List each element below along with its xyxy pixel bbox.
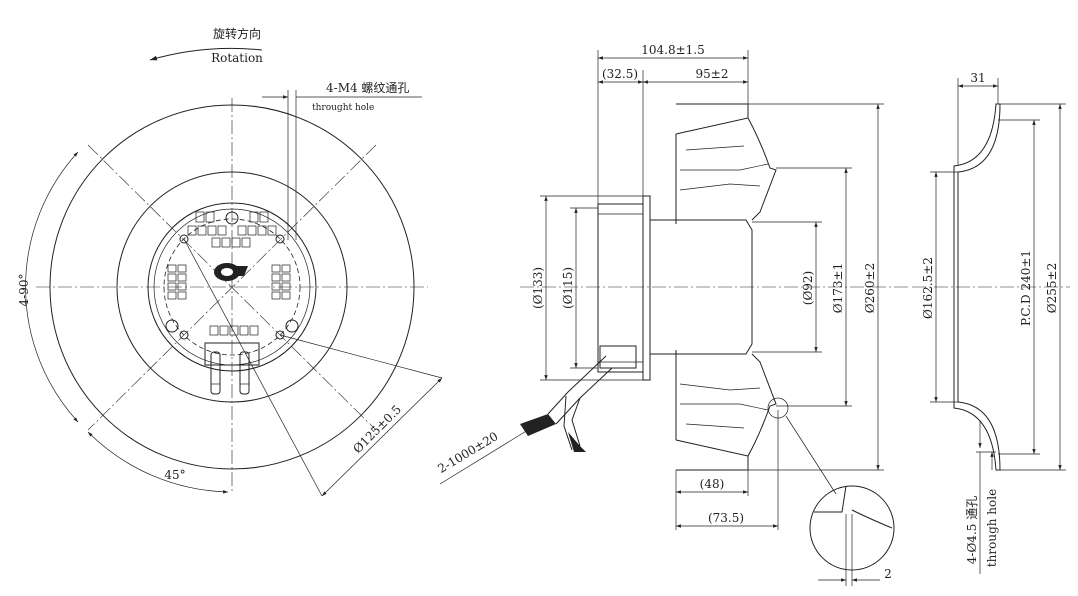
impeller-bottom-ring	[675, 439, 749, 471]
pcd-240-label: P.C.D 240±1	[1019, 250, 1033, 326]
angle-45-label: 45°	[164, 468, 185, 482]
bolt-holes-en-label: throught hole	[312, 103, 374, 113]
total-length-label: 104.8±1.5	[641, 43, 705, 57]
dia-125-dim-line	[321, 377, 443, 497]
front-diagonal-centerline-b	[87, 144, 377, 431]
detail-leader	[785, 415, 837, 495]
dim-48-label: (48)	[700, 477, 725, 491]
bolt-hole	[275, 234, 285, 244]
left-screw	[165, 319, 179, 333]
dia-255-label: Ø255±2	[1045, 263, 1059, 313]
detail-profile-a	[814, 485, 847, 513]
dia-173-label: Ø173±1	[831, 263, 845, 313]
ring-holes-cn-label: 4-Ø4.5 通孔	[965, 496, 979, 564]
bolt-hole	[275, 330, 285, 340]
motor-flange-circle	[147, 202, 317, 372]
ring-holes-en-label: through hole	[985, 489, 999, 567]
bolt-circle	[163, 218, 301, 356]
dia-260-label: Ø260±2	[863, 263, 877, 313]
rotation-en-label: Rotation	[211, 51, 263, 65]
impeller-outer-circle	[49, 104, 415, 470]
detail-marker-circle	[767, 397, 789, 419]
rotor-hub	[650, 219, 753, 355]
side-view: 104.8±1.5 (32.5) 95±2 (Ø133) (Ø115) (Ø92…	[435, 43, 910, 586]
dim-95-label: 95±2	[696, 67, 729, 81]
rotation-arrow-icon	[149, 47, 263, 61]
rotation-cn-label: 旋转方向	[213, 26, 261, 41]
bolt-holes-cn-label: 4-M4 螺纹通孔	[326, 81, 409, 95]
dia-133-label: (Ø133)	[531, 267, 545, 309]
angle-90-label: 4-90°	[17, 274, 31, 307]
dia-125-label: Ø125±0.5	[350, 402, 404, 456]
impeller-top-ring	[675, 103, 749, 135]
bolt-holes	[165, 211, 299, 340]
dim-73-5-label: (73.5)	[708, 511, 744, 525]
angle-45-arc	[87, 431, 229, 494]
dia-115-label: (Ø115)	[561, 267, 575, 309]
motor-flange	[642, 195, 651, 381]
housing-circle	[116, 171, 348, 403]
bolt-hole	[179, 330, 189, 340]
cable-length-leader	[439, 429, 529, 485]
dia-125-leader-b	[183, 238, 323, 497]
angle-90-arc	[25, 151, 79, 423]
cooling-slots	[167, 211, 291, 336]
bolt-hole	[179, 234, 189, 244]
brand-logo-icon	[214, 263, 248, 281]
front-view: 旋转方向 Rotation 4-M4 螺纹通孔 throught hole 4-…	[17, 26, 443, 497]
dia-162-5-label: Ø162.5±2	[921, 257, 935, 319]
width-31-label: 31	[970, 71, 985, 85]
dim-32-5-label: (32.5)	[602, 67, 638, 81]
inlet-ring-view: 31 Ø162.5±2 P.C.D 240±1 Ø255±2 4-Ø4.5 通孔…	[912, 71, 1070, 574]
dia-125-leader-a	[279, 334, 443, 379]
detail-profile-b	[851, 509, 893, 529]
right-screw	[285, 319, 299, 333]
impeller-bottom-blade	[747, 353, 777, 457]
impeller-top-blade	[747, 117, 777, 221]
top-screw	[225, 211, 239, 225]
dia-92-label: (Ø92)	[801, 271, 815, 305]
detail-2-label: 2	[884, 567, 892, 581]
